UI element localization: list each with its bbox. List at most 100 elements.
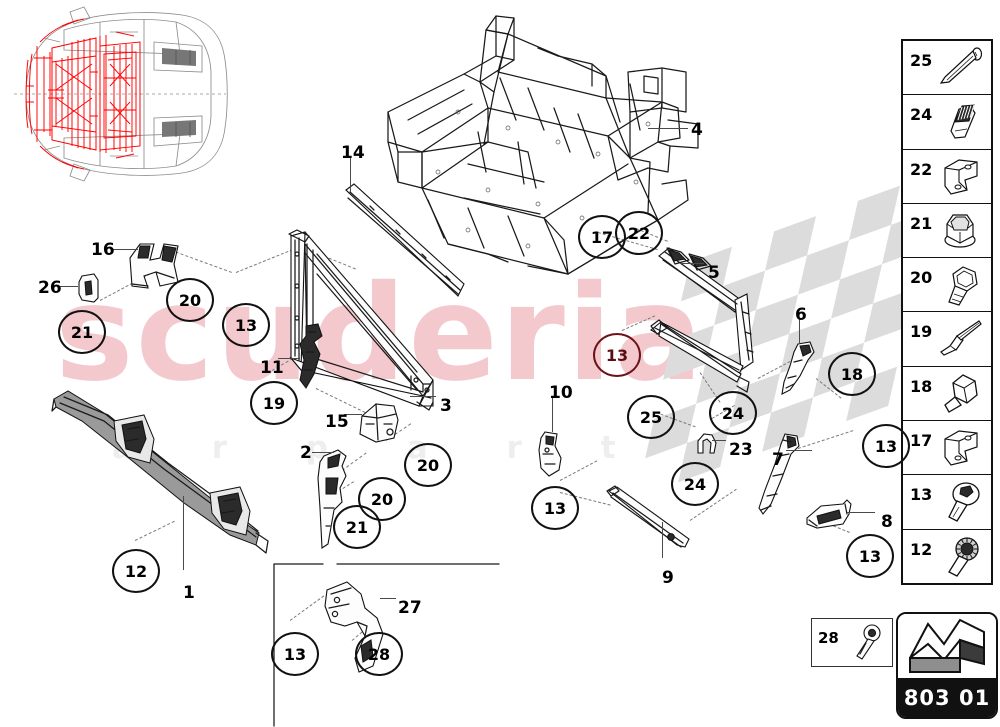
leader-5: [680, 263, 704, 264]
callout-bubble-20: 20: [358, 477, 406, 521]
part-9-tie-rod: [606, 485, 690, 548]
callout-bubble-28: 28: [355, 632, 403, 676]
callout-bubble-18: 18: [828, 352, 876, 396]
leader-26: [58, 286, 78, 287]
long-screw-icon: [939, 47, 983, 84]
legend-row-19: 19: [903, 312, 991, 367]
leader-10: [552, 398, 553, 432]
section-badge: 803 01: [896, 612, 998, 719]
callout-bubble-22: 22: [615, 211, 663, 255]
leader-7: [786, 450, 812, 451]
leader-27: [380, 598, 396, 599]
callout-bubble-20: 20: [166, 278, 214, 322]
part-10-small-bracket: [538, 431, 562, 477]
knurled-sleeve-icon: [950, 104, 976, 139]
callout-label-9: 9: [662, 568, 674, 588]
flange-nut-icon: [944, 214, 976, 248]
legend-row-12: 12: [903, 530, 991, 583]
callout-label-16: 16: [91, 240, 115, 260]
fastener-legend: 25 24 22 21 20 19 18 17 13 12: [901, 39, 993, 585]
legend-number-24: 24: [910, 105, 933, 125]
callout-bubble-13: 13: [222, 303, 270, 347]
callout-label-7: 7: [772, 450, 784, 470]
legend-number-13: 13: [910, 485, 933, 505]
hex-flange-bolt-icon: [948, 266, 978, 306]
callout-bubble-13: 13: [271, 632, 319, 676]
serrated-bolt-icon: [948, 537, 979, 577]
callout-bubble-13: 13: [531, 486, 579, 530]
badge-number: 803 01: [898, 678, 996, 717]
leader-23: [712, 440, 726, 441]
legend-row-22: 22: [903, 150, 991, 204]
leader-9: [662, 522, 663, 558]
legend-row-13: 13: [903, 475, 991, 530]
callout-label-14: 14: [341, 143, 365, 163]
legend-row-20: 20: [903, 258, 991, 313]
part-28-number: 28: [818, 629, 839, 647]
legend-number-21: 21: [910, 213, 933, 233]
part-23-retaining-clip: [697, 433, 717, 454]
callout-label-26: 26: [38, 278, 62, 298]
callout-bubble-21: 21: [333, 505, 381, 549]
rivet-icon: [940, 320, 982, 357]
part-15-bumper-stop: [359, 403, 399, 443]
callout-label-2: 2: [300, 443, 312, 463]
leader-8: [847, 512, 875, 513]
legend-row-18: 18: [903, 367, 991, 422]
ring-screw-icon: [856, 624, 881, 660]
part-2-side-bracket: [317, 449, 347, 549]
legend-number-25: 25: [910, 51, 933, 70]
callout-bubble-25: 25: [627, 395, 675, 439]
legend-row-25: 25: [903, 41, 991, 96]
leader-11: [278, 358, 300, 359]
legend-row-24: 24: [903, 95, 991, 150]
callout-label-6: 6: [795, 305, 807, 325]
callout-label-8: 8: [881, 512, 893, 532]
part-26-clip: [78, 273, 99, 303]
callout-label-23: 23: [729, 440, 753, 460]
leader-1: [183, 496, 184, 570]
part-7-side-rail: [758, 433, 800, 515]
part-16-mount-bracket: [129, 243, 179, 289]
legend-number-12: 12: [910, 539, 933, 559]
leader-14: [350, 158, 351, 192]
hex-bolt-icon: [944, 374, 978, 413]
part-11-latch-bracket: [299, 323, 323, 389]
legend-number-19: 19: [910, 322, 933, 342]
legend-number-22: 22: [910, 159, 933, 179]
part-1-front-bumper-beam: [51, 390, 269, 554]
callout-bubble-21: 21: [58, 310, 106, 354]
leader-2: [312, 452, 334, 453]
callout-bubble-13: 13: [862, 424, 910, 468]
part-14-upper-rail: [345, 183, 465, 297]
highlighted-front-end: [25, 18, 141, 170]
callout-label-4: 4: [691, 120, 703, 140]
callout-bubble-24: 24: [709, 391, 757, 435]
callout-label-3: 3: [440, 396, 452, 416]
angle-bracket-icon: [944, 430, 978, 466]
badge-artwork: [898, 614, 996, 678]
leader-15: [344, 414, 362, 415]
callout-bubble-20: 20: [404, 443, 452, 487]
legend-number-18: 18: [910, 376, 933, 396]
callout-label-5: 5: [708, 263, 720, 283]
callout-label-10: 10: [549, 383, 573, 403]
callout-bubble-24: 24: [671, 462, 719, 506]
leader-16: [112, 249, 138, 250]
washer-bolt-icon: [948, 482, 980, 523]
callout-label-11: 11: [260, 358, 284, 378]
callout-label-15: 15: [325, 412, 349, 432]
car-top-view-thumbnail: [14, 6, 228, 182]
legend-number-17: 17: [910, 431, 933, 451]
part-8-cover-bracket: [806, 499, 852, 529]
leader-3: [410, 396, 436, 397]
callout-bubble-12: 12: [112, 549, 160, 593]
callout-label-27: 27: [398, 598, 422, 618]
legend-row-21: 21: [903, 204, 991, 259]
leader-4: [648, 128, 688, 129]
angle-bracket-icon: [944, 158, 978, 195]
legend-row-17: 17: [903, 421, 991, 476]
callout-bubble-19: 19: [250, 381, 298, 425]
callout-bubble-13: 13: [846, 534, 894, 578]
